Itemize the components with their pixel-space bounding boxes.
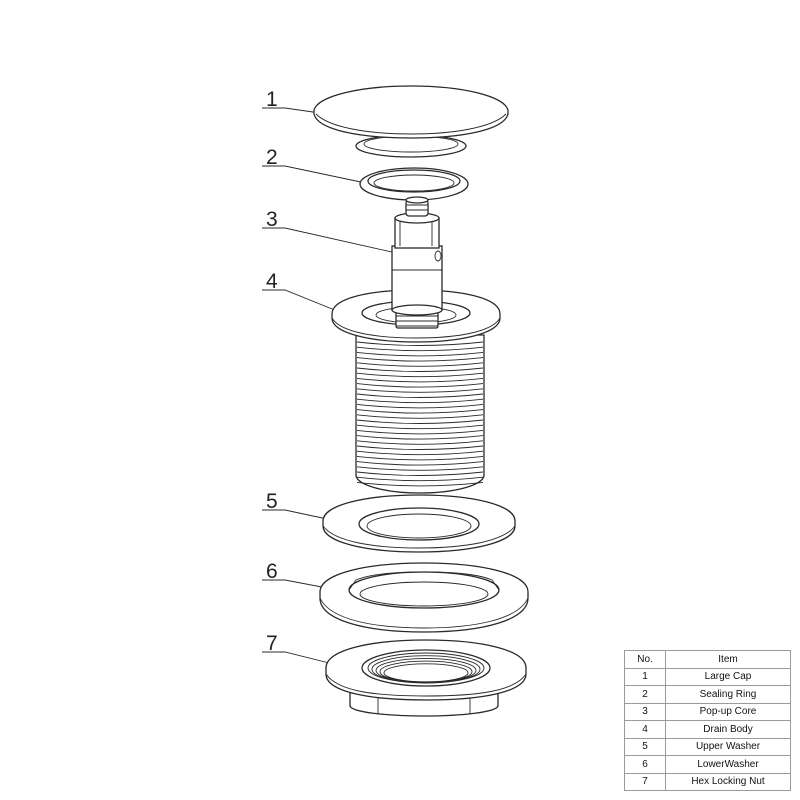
thread-line [356, 346, 484, 352]
pop-up-core-part [391, 196, 443, 329]
thread-line [356, 388, 484, 393]
upper-washer-part [322, 494, 516, 553]
cell-no: 5 [624, 737, 666, 756]
thread-line [356, 476, 484, 482]
callout-1: 1 [266, 88, 278, 111]
cell-item: Sealing Ring [665, 685, 791, 704]
thread-line [356, 341, 484, 346]
thread-line [356, 440, 484, 445]
thread-line [356, 481, 484, 487]
thread-line [356, 377, 484, 383]
cell-no: 3 [624, 702, 666, 721]
thread-line [356, 419, 484, 424]
callout-3: 3 [266, 208, 278, 231]
callout-7: 7 [266, 632, 278, 655]
callout-4: 4 [266, 270, 278, 293]
cell-item: Drain Body [665, 720, 791, 739]
thread-line [356, 351, 484, 357]
thread-line [356, 424, 484, 430]
cell-no: 1 [624, 667, 666, 686]
thread-line [356, 450, 484, 456]
cell-item: Upper Washer [665, 737, 791, 756]
column-header-item: Item [665, 650, 791, 669]
sealing-ring-part [359, 167, 469, 201]
hex-locking-nut-part [325, 639, 527, 717]
cell-no: 7 [624, 772, 666, 791]
thread-line [356, 367, 484, 372]
thread-line [356, 393, 484, 398]
cell-item: Hex Locking Nut [665, 772, 791, 791]
callout-5: 5 [266, 490, 278, 513]
cell-item: LowerWasher [665, 755, 791, 774]
callout-2: 2 [266, 146, 278, 169]
cell-no: 4 [624, 720, 666, 739]
drain-body-part [331, 289, 501, 494]
thread-line [356, 372, 484, 378]
leader-lines [262, 107, 406, 668]
thread-line [356, 471, 484, 476]
thread-line [356, 429, 484, 435]
thread-line [356, 383, 484, 388]
thread-line [356, 414, 484, 419]
thread-line [356, 466, 484, 471]
nut-thread-ring [383, 663, 469, 683]
thread-line [356, 357, 484, 362]
callout-6: 6 [266, 560, 278, 583]
thread-line [356, 403, 484, 409]
cell-item: Pop-up Core [665, 702, 791, 721]
lower-washer-part [319, 562, 529, 633]
column-header-no: No. [624, 650, 666, 669]
thread-line [356, 455, 484, 461]
thread-line [356, 435, 484, 440]
thread-line [356, 362, 484, 367]
cell-no: 6 [624, 755, 666, 774]
thread-line [356, 398, 484, 404]
table-header-row: No. Item [624, 650, 791, 669]
cell-item: Large Cap [665, 667, 791, 686]
cell-no: 2 [624, 685, 666, 704]
thread-line [356, 461, 484, 466]
large-cap-part [313, 85, 509, 158]
thread-line [356, 409, 484, 414]
thread-line [356, 445, 484, 450]
